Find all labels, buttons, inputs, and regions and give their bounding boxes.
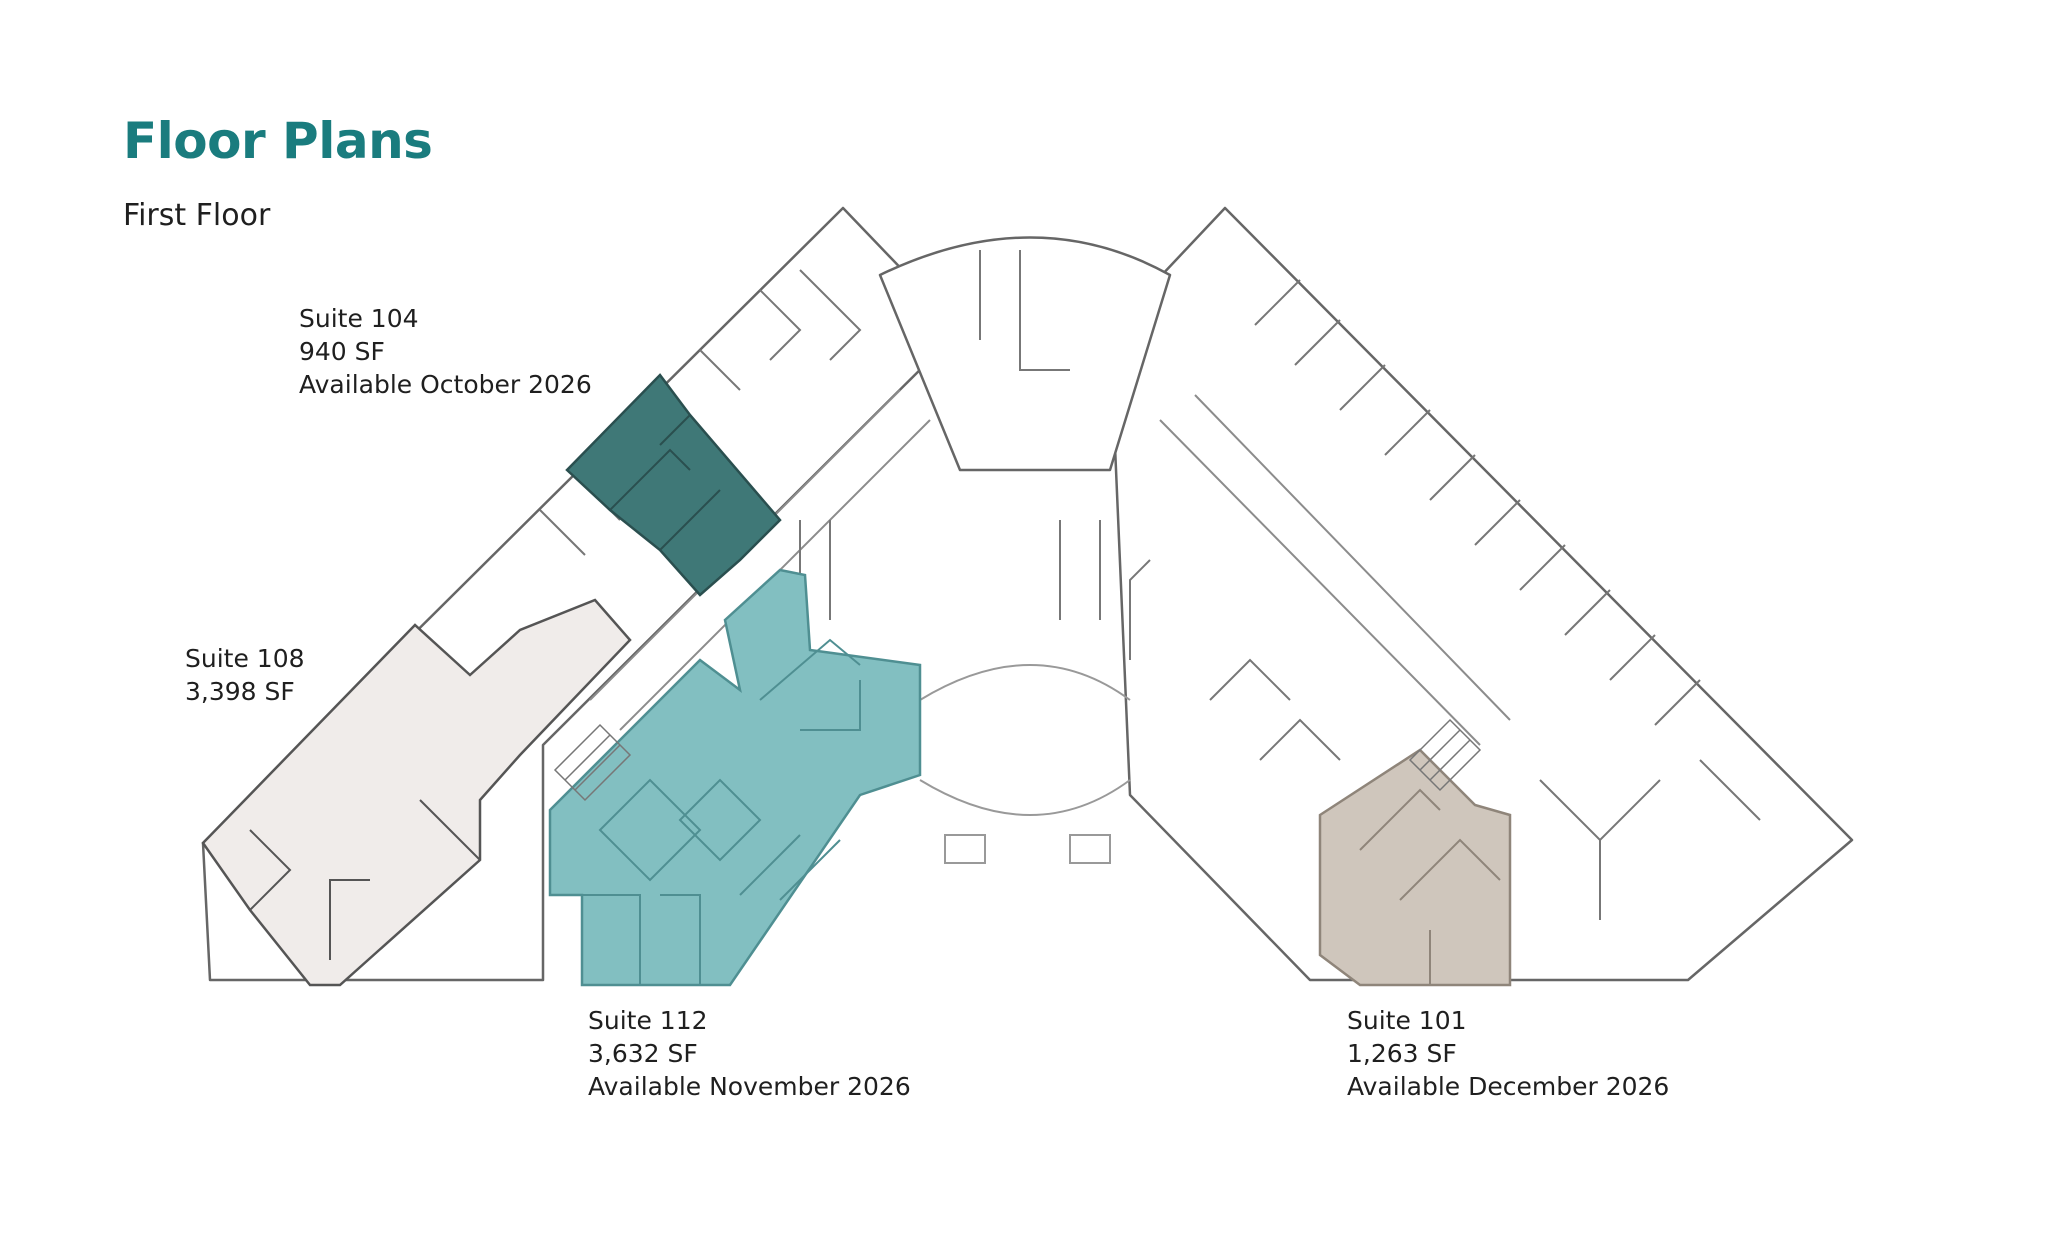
suite-area: 940 SF [299,337,385,366]
suite-area: 1,263 SF [1347,1039,1457,1068]
page-title: Floor Plans [123,112,433,170]
suite-name: Suite 101 [1347,1006,1467,1035]
suite-area: 3,398 SF [185,677,295,706]
suite-108-walls [249,799,481,960]
suite-availability: Available November 2026 [588,1072,911,1101]
stairs-icon [553,718,1482,802]
suite-104-area [565,373,782,597]
suite-104-walls [609,414,721,551]
suite-104-label: Suite 104 940 SF Available October 2026 [299,302,592,401]
suite-name: Suite 112 [588,1006,708,1035]
suite-112-area [548,568,922,987]
suite-name: Suite 108 [185,644,305,673]
floor-subtitle: First Floor [123,198,271,233]
suite-availability: Available October 2026 [299,370,592,399]
suite-area: 3,632 SF [588,1039,698,1068]
suite-112-label: Suite 112 3,632 SF Available November 20… [588,1004,911,1103]
suite-101-label: Suite 101 1,263 SF Available December 20… [1347,1004,1669,1103]
suite-availability: Available December 2026 [1347,1072,1670,1101]
planter-icons [944,834,1111,864]
suite-101-walls [1359,788,1501,985]
suite-112-walls [582,638,861,985]
lobby [919,664,1131,816]
suite-108-label: Suite 108 3,398 SF [185,642,305,708]
suite-101-area [1318,748,1512,987]
suite-name: Suite 104 [299,304,419,333]
suite-108-area [201,598,632,987]
